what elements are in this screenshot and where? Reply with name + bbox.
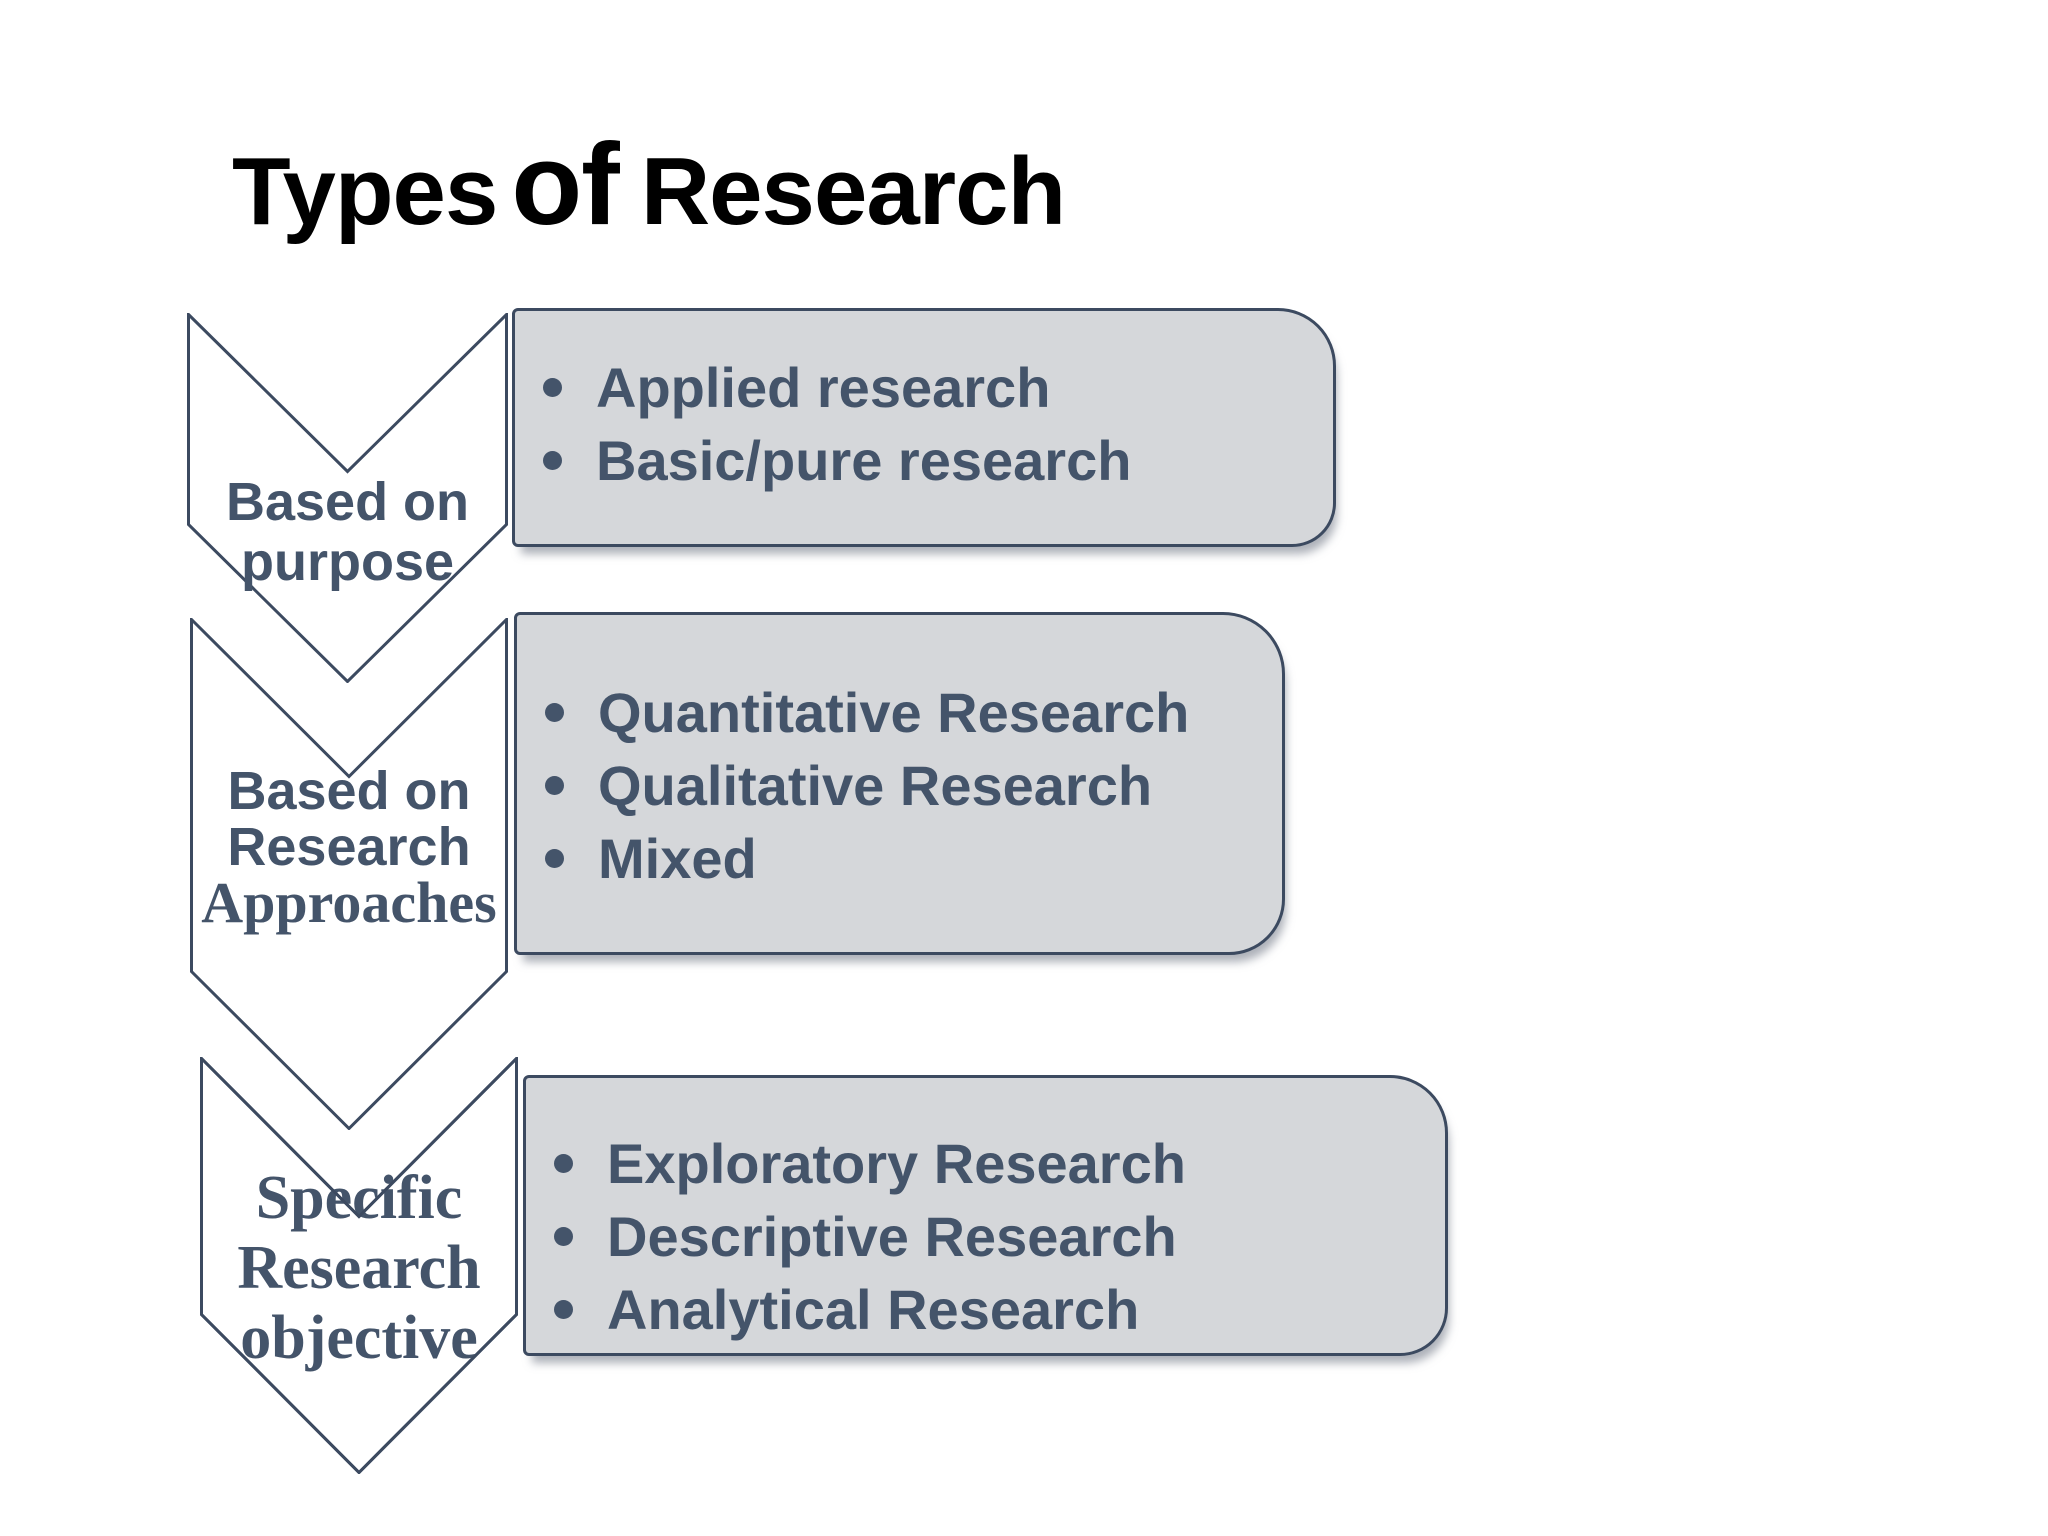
title-word-research: Research [640, 138, 1066, 246]
chevron-label-line: objective [240, 1304, 478, 1372]
chevron-label-line: Research [237, 1234, 481, 1302]
bullet-list: Exploratory Research Descriptive Researc… [526, 1127, 1425, 1346]
content-box-objective: Exploratory Research Descriptive Researc… [523, 1075, 1448, 1356]
chevron-label-line: Research [227, 817, 471, 877]
chevron-label-line: purpose [240, 532, 455, 592]
title-word-types: Types [232, 138, 498, 246]
bullet-list: Applied research Basic/pure research [515, 351, 1313, 497]
bullet-text: Descriptive Research [607, 1205, 1177, 1268]
bullet-text: Quantitative Research [598, 681, 1190, 744]
chevron-label-line: Based on [227, 761, 471, 821]
bullet-dot-icon [554, 1227, 573, 1246]
bullet-dot-icon [543, 451, 562, 470]
bullet-text: Exploratory Research [607, 1132, 1186, 1195]
list-item: Mixed [517, 822, 1262, 895]
chevron-label-purpose: Based on purpose [187, 472, 508, 592]
chevron-label-line: Based on [225, 472, 470, 532]
bullet-dot-icon [545, 703, 564, 722]
chevron-purpose-shape [187, 313, 508, 683]
list-item: Basic/pure research [515, 424, 1313, 497]
title-word-of: of [511, 119, 619, 250]
content-box-purpose: Applied research Basic/pure research [512, 308, 1336, 547]
chevron-approaches-shape [190, 618, 508, 1130]
list-item: Qualitative Research [517, 749, 1262, 822]
bullet-dot-icon [545, 776, 564, 795]
bullet-dot-icon [543, 378, 562, 397]
bullet-dot-icon [554, 1154, 573, 1173]
bullet-text: Basic/pure research [596, 429, 1132, 492]
bullet-list: Quantitative Research Qualitative Resear… [517, 676, 1262, 895]
chevron-label-approaches: Based on Research Approaches [190, 761, 508, 935]
bullet-text: Qualitative Research [598, 754, 1153, 817]
chevron-label-objective: Specific Research objective [200, 1163, 518, 1373]
list-item: Quantitative Research [517, 676, 1262, 749]
bullet-text: Mixed [598, 827, 757, 890]
list-item: Exploratory Research [526, 1127, 1425, 1200]
chevron-label-line: Specific [255, 1164, 463, 1232]
list-item: Applied research [515, 351, 1313, 424]
bullet-text: Applied research [596, 356, 1051, 419]
chevron-objective-outline [200, 1057, 518, 1474]
bullet-dot-icon [554, 1300, 573, 1319]
bullet-text: Analytical Research [607, 1278, 1140, 1341]
chevron-label-line: Approaches [201, 870, 497, 935]
list-item: Analytical Research [526, 1273, 1425, 1346]
content-box-approaches: Quantitative Research Qualitative Resear… [514, 612, 1285, 955]
list-item: Descriptive Research [526, 1200, 1425, 1273]
bullet-dot-icon [545, 849, 564, 868]
